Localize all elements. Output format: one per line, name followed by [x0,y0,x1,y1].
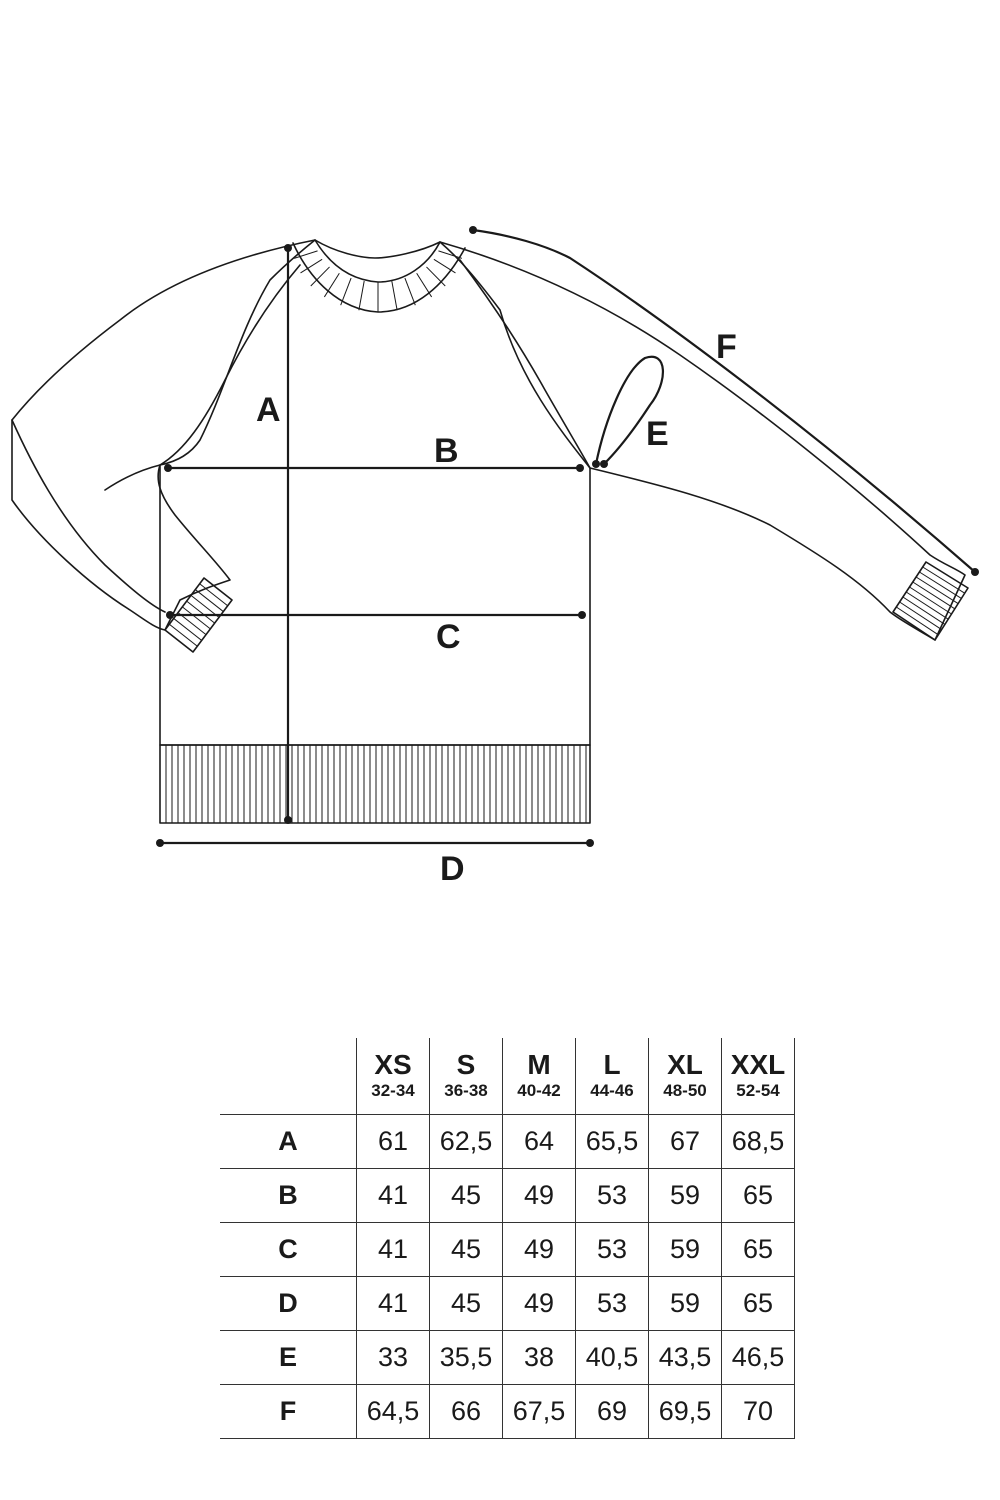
right-sleeve-outline [439,241,966,641]
table-cell: 59 [648,1276,722,1331]
table-cell: 41 [356,1222,430,1277]
table-cell: 49 [502,1276,576,1331]
row-label: A [220,1114,357,1169]
table-cell: 59 [648,1222,722,1277]
table-cell: 35,5 [429,1330,503,1385]
table-cell: 65 [721,1276,795,1331]
table-cell: 53 [575,1276,649,1331]
table-cell: 38 [502,1330,576,1385]
table-cell: 69,5 [648,1384,722,1439]
row-label: F [220,1384,357,1439]
sweater-diagram: A B C D E F [11,226,979,888]
label-c: C [436,618,461,656]
table-cell: 66 [429,1384,503,1439]
table-cell: 45 [429,1168,503,1223]
table-cell: 33 [356,1330,430,1385]
row-label: D [220,1276,357,1331]
size-name: L [603,1049,621,1080]
size-range: 36-38 [444,1081,488,1100]
table-cell: 53 [575,1222,649,1277]
left-sleeve-fold [104,464,161,491]
table-cell: 61 [356,1114,430,1169]
collar-inner [314,239,441,283]
label-a: A [256,391,281,429]
row-label: C [220,1222,357,1277]
table-cell: 65 [721,1222,795,1277]
size-range: 40-42 [517,1081,561,1100]
size-name: XXL [730,1049,786,1080]
table-cell: 45 [429,1222,503,1277]
sweater-body-outline [159,239,591,746]
table-cell: 46,5 [721,1330,795,1385]
left-raglan-seam [159,264,301,466]
size-range: 32-34 [371,1081,415,1100]
size-range: 48-50 [663,1081,707,1100]
table-cell: 43,5 [648,1330,722,1385]
table-cell: 53 [575,1168,649,1223]
left-sleeve-underarm [11,419,166,613]
header-corner [220,1038,357,1115]
row-label: E [220,1330,357,1385]
table-cell: 49 [502,1168,576,1223]
table-cell: 69 [575,1384,649,1439]
table-cell: 59 [648,1168,722,1223]
measure-line-f [471,228,977,574]
measure-line-e [594,355,664,466]
size-name: XL [667,1049,703,1080]
table-cell: 68,5 [721,1114,795,1169]
table-cell: 65 [721,1168,795,1223]
table-cell: 70 [721,1384,795,1439]
table-cell: 41 [356,1276,430,1331]
table-cell: 65,5 [575,1114,649,1169]
table-cell: 64 [502,1114,576,1169]
table-cell: 67 [648,1114,722,1169]
table-cell: 41 [356,1168,430,1223]
size-range: 44-46 [590,1081,634,1100]
table-cell: 40,5 [575,1330,649,1385]
label-b: B [434,432,459,470]
size-range: 52-54 [736,1081,780,1100]
right-raglan-seam [459,259,591,469]
label-e: E [646,415,669,453]
table-cell: 45 [429,1276,503,1331]
table-cell: 64,5 [356,1384,430,1439]
size-name: XS [374,1049,412,1080]
label-d: D [440,850,465,888]
hem-rib [159,744,591,824]
row-label: B [220,1168,357,1223]
left-sleeve-outline [11,239,316,631]
table-cell: 49 [502,1222,576,1277]
table-cell: 62,5 [429,1114,503,1169]
table-cell: 67,5 [502,1384,576,1439]
label-f: F [716,328,737,366]
size-name: M [527,1049,551,1080]
size-name: S [456,1049,476,1080]
right-cuff [892,561,969,641]
